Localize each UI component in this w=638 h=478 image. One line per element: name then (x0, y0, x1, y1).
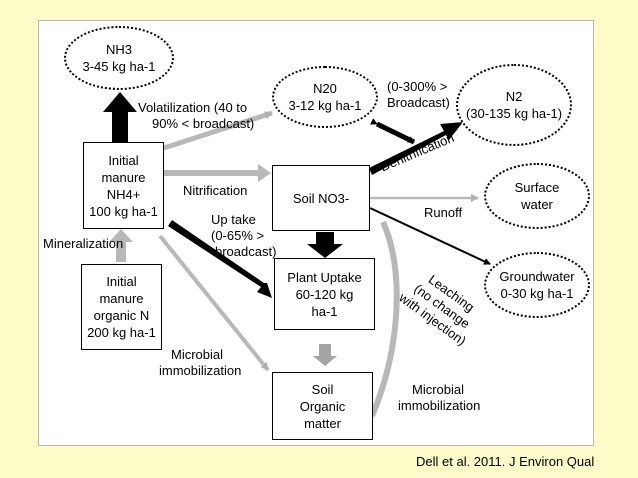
groundwater-oval: Groundwater 0-30 kg ha-1 (484, 252, 590, 318)
nitrification-arrow (164, 164, 271, 182)
n2o-value: 3-12 kg ha-1 (288, 98, 362, 113)
microbial-left-line2: immobilization (159, 363, 242, 378)
microbial-right-line2: immobilization (398, 398, 481, 413)
denit-note-line2: Broadcast) (387, 95, 450, 110)
initial-organic-line1: Initial (106, 274, 137, 289)
volatilization-line2: 90% < broadcast) (152, 116, 255, 131)
plant-uptake-line2: 60-120 kg (295, 286, 354, 302)
groundwater-value: 0-30 kg ha-1 (500, 286, 574, 301)
uptake-line3: broadcast) (215, 244, 277, 259)
uptake-arrow (168, 220, 272, 298)
volatilization-label: Volatilization (40 to 90% < broadcast) (138, 100, 254, 132)
plant-uptake-arrow (307, 232, 343, 258)
plant-uptake-line1: Plant Uptake (287, 269, 362, 285)
soil-organic-line3: matter (304, 415, 341, 431)
soil-organic-line2: Organic (299, 398, 346, 414)
leaching-arrow (369, 207, 491, 265)
n2-oval: N2 (30-135 kg ha-1) (456, 64, 572, 146)
microbial-right-label: Microbial immobilization (398, 382, 480, 414)
n2o-oval: N20 3-12 kg ha-1 (272, 66, 378, 128)
plant-uptake-line3: ha-1 (311, 303, 338, 319)
plant-to-organic-arrow (313, 344, 337, 366)
initial-manure-organic-box: Initial manure organic N 200 kg ha-1 (81, 264, 162, 350)
immobilization-right-curve (369, 220, 400, 418)
citation: Dell et al. 2011. J Environ Qual (416, 454, 595, 469)
surface-line1: Surface (514, 180, 560, 195)
n2-label: N2 (505, 89, 523, 104)
denitrification-arrow (369, 122, 463, 175)
n2o-label: N20 (313, 81, 337, 96)
mineralization-arrow (109, 229, 133, 262)
initial-nh4-line3: NH4+ (106, 186, 141, 202)
initial-nh4-line4: 100 kg ha-1 (89, 203, 158, 219)
nh3-label: NH3 (105, 42, 132, 57)
nh3-oval: NH3 3-45 kg ha-1 (64, 26, 174, 90)
denit-note-line1: (0-300% > (387, 79, 448, 94)
runoff-label: Runoff (424, 205, 463, 220)
n2o-double-arrow (370, 118, 416, 145)
microbial-right-line1: Microbial (412, 382, 465, 397)
initial-nh4-line1: Initial (108, 152, 139, 168)
soil-no3-label: Soil NO3- (292, 190, 350, 206)
initial-nh4-line2: manure (101, 169, 146, 185)
surface-line2: water (521, 197, 553, 212)
soil-organic-matter-box: Soil Organic matter (272, 372, 373, 440)
groundwater-label: Groundwater (499, 269, 575, 284)
initial-manure-nh4-box: Initial manure NH4+ 100 kg ha-1 (83, 142, 164, 229)
uptake-label: Up take (0-65% > broadcast) (211, 212, 276, 260)
uptake-line1: Up take (211, 212, 256, 227)
soil-no3-box: Soil NO3- (272, 165, 370, 231)
initial-organic-line2: manure (99, 291, 144, 306)
initial-organic-line4: 200 kg ha-1 (87, 325, 156, 340)
nitrification-label: Nitrification (183, 183, 248, 198)
uptake-line2: (0-65% > (211, 228, 265, 243)
initial-organic-line3: organic N (93, 308, 150, 323)
microbial-left-label: Microbial immobilization (159, 347, 241, 379)
n2-value: (30-135 kg ha-1) (465, 106, 563, 121)
plant-uptake-box: Plant Uptake 60-120 kg ha-1 (274, 258, 375, 330)
nh3-value: 3-45 kg ha-1 (82, 59, 156, 74)
volatilization-line1: Volatilization (40 to (138, 100, 248, 115)
soil-organic-line1: Soil (311, 381, 334, 397)
immobilization-left-arrow (158, 234, 270, 372)
surface-water-oval: Surface water (484, 163, 590, 229)
volatilization-arrow (103, 92, 137, 142)
microbial-left-line1: Microbial (171, 347, 224, 362)
mineralization-label: Mineralization (43, 236, 124, 251)
denit-note-label: (0-300% > Broadcast) (387, 79, 450, 111)
n2o-gray-arrow (163, 110, 273, 151)
